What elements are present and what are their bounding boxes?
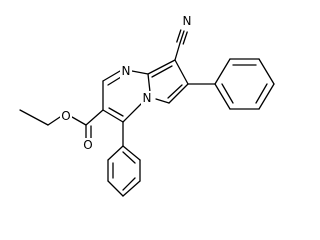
bond-ph2-inner-c — [122, 151, 136, 164]
bond-c3-c4 — [102, 109, 124, 123]
bond-ph1-a — [214, 83, 231, 110]
atom-label-ester-o-ether: O — [61, 109, 70, 123]
bond-ph2-inner-b — [122, 177, 136, 191]
atom-labels: N N N O O — [60, 14, 193, 153]
bond-c8-c8a — [147, 59, 176, 75]
bond-ph1-d — [258, 58, 275, 85]
bond-c8a-n-bridge — [147, 73, 151, 93]
bond-ph1-inner-b — [255, 83, 268, 104]
bond-ph2-a — [107, 145, 124, 161]
bond-c7-c6 — [168, 83, 189, 104]
bond-o-ch2 — [47, 116, 61, 126]
bond-c8-c7 — [174, 59, 189, 85]
bond-c7-c6-inner — [167, 84, 183, 99]
bond-cn-triple-c — [176, 29, 182, 43]
atom-label-ring-n-bridge: N — [143, 91, 152, 105]
bond-c4-n-bridge — [122, 102, 143, 123]
atom-label-ester-o-carbonyl: O — [83, 138, 92, 152]
chemical-structure-canvas: N N N O O — [19, 14, 275, 197]
bond-ph2-c — [107, 180, 124, 197]
bond-ch2-ch3 — [19, 109, 49, 126]
bond-cn-triple-b — [182, 31, 188, 45]
bond-n1-c2-inner — [107, 76, 122, 86]
bond-cn-triple-a — [179, 30, 185, 44]
bond-n1-c2 — [102, 70, 121, 82]
bond-ph1-f — [214, 58, 231, 85]
atom-label-ring-n-top: N — [122, 64, 131, 78]
atom-label-nitrile-n: N — [183, 14, 192, 28]
bond-cn-single — [174, 42, 181, 61]
bond-c3-c4-inner — [108, 107, 124, 117]
bond-ph1-c — [258, 83, 275, 110]
bond-c8a-n1 — [131, 70, 149, 75]
bond-carbonyl-c-o-ether — [71, 116, 87, 126]
bond-c8-c8a-inner — [151, 65, 173, 78]
bond-c3-carbonyl-c — [85, 109, 104, 126]
bond-ph2-f — [122, 145, 141, 161]
bond-ph1-inner-a — [221, 83, 234, 104]
bond-lines — [19, 29, 275, 197]
bond-ph2-d — [122, 180, 141, 197]
bond-c6-n-bridge — [155, 98, 170, 104]
chemical-structure-drawing: N N N O O — [19, 14, 275, 197]
